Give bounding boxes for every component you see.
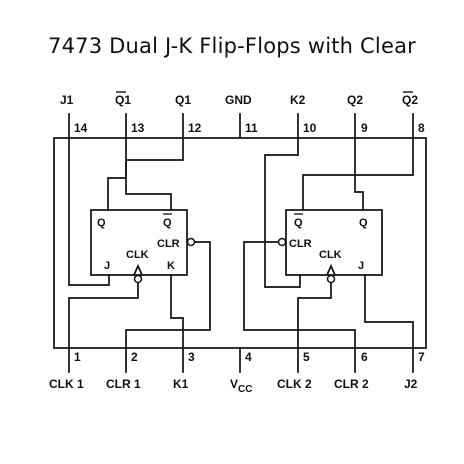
pin-number-4: 4	[245, 350, 252, 364]
ff1-clr-label: CLR	[157, 238, 180, 250]
ff1-clock-triangle	[132, 263, 144, 277]
ff2-clock-bubble	[326, 274, 336, 284]
pin-number-7: 7	[418, 350, 425, 364]
ff2-clear-bubble	[277, 237, 287, 247]
pin-label-clr1: CLR 1	[106, 377, 141, 391]
vcc-subscript: CC	[238, 384, 252, 395]
pin-label-q1: Q1	[175, 93, 191, 107]
ff1-q-label: Q	[97, 217, 106, 229]
ff1-clock-bubble	[133, 274, 143, 284]
pin-label-j2: J2	[404, 377, 418, 391]
ff2-clock-triangle	[325, 263, 337, 277]
pin-number-9: 9	[361, 121, 368, 135]
wire-q2bar	[302, 137, 414, 211]
pin-label-clk2: CLK 2	[277, 377, 312, 391]
ff2-clr-label: CLR	[289, 238, 312, 250]
pin-label-vcc: VCC	[230, 377, 252, 395]
page-title: 7473 Dual J-K Flip-Flops with Clear	[48, 34, 416, 58]
pin-label-clk1: CLK 1	[49, 377, 84, 391]
ff2-qbar-label: Q	[294, 217, 303, 229]
vcc-main: V	[230, 377, 238, 391]
ff1-clear-bubble	[186, 237, 196, 247]
wire-clr1	[125, 241, 211, 349]
pin-number-8: 8	[418, 121, 425, 135]
pin-number-12: 12	[188, 121, 202, 135]
pin-number-13: 13	[131, 121, 145, 135]
pin-number-1: 1	[74, 350, 81, 364]
ff2-j-label: J	[358, 260, 364, 272]
pin-label-clr2: CLR 2	[334, 377, 369, 391]
wire-clr2	[243, 241, 356, 349]
ff1-qbar-label: Q	[163, 217, 172, 229]
pin-number-6: 6	[361, 350, 368, 364]
wire-clk1	[68, 282, 139, 349]
pin-label-q1-bar: Q1	[115, 93, 131, 107]
wire-k1	[170, 274, 184, 349]
pin-number-2: 2	[131, 350, 138, 364]
pin-number-14: 14	[74, 121, 88, 135]
ff1-j-label: J	[104, 260, 110, 272]
wire-j2	[364, 274, 414, 349]
pin-number-3: 3	[188, 350, 195, 364]
ff2-clk-label: CLK	[319, 249, 342, 261]
wire-clk2	[297, 282, 332, 349]
pin-label-gnd: GND	[225, 93, 252, 107]
pin-number-10: 10	[303, 121, 317, 135]
pin-number-11: 11	[245, 121, 258, 135]
pin-label-q2: Q2	[347, 93, 363, 107]
wire-q1	[125, 137, 184, 211]
ff2-q-label: Q	[359, 217, 368, 229]
pin-number-5: 5	[303, 350, 310, 364]
wire-q2	[354, 137, 364, 211]
ff1-clk-label: CLK	[126, 249, 149, 261]
pin-label-q2-bar: Q2	[402, 93, 418, 107]
pin-label-k1: K1	[173, 377, 189, 391]
ff1-k-label: K	[167, 260, 175, 272]
wire-k2	[264, 137, 301, 288]
wire-q1bar	[107, 137, 127, 211]
wire-j1	[68, 137, 110, 286]
pin-label-j1: J1	[60, 93, 74, 107]
chip-outline	[53, 137, 427, 349]
pin-label-k2: K2	[290, 93, 306, 107]
